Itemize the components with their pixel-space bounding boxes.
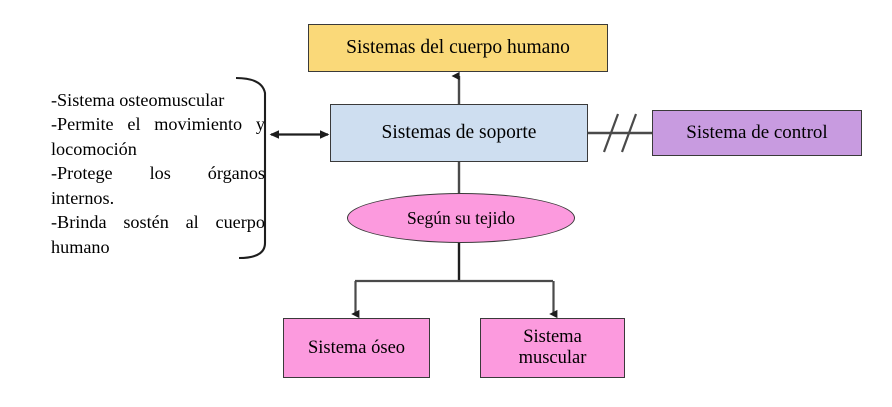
connector-support-to-control [588, 113, 652, 153]
node-sistemas-de-soporte[interactable]: Sistemas de soporte [330, 104, 588, 162]
description-text-block: -Sistema osteomuscular -Permite el movim… [51, 90, 265, 257]
break-slash-2 [620, 113, 638, 153]
node-label: Sistema de control [686, 122, 828, 144]
node-sistema-oseo[interactable]: Sistema óseo [283, 318, 430, 378]
node-label: Sistemas del cuerpo humano [346, 37, 570, 59]
node-sistema-muscular[interactable]: Sistema muscular [480, 318, 625, 378]
node-label: Según su tejido [407, 207, 515, 228]
node-segun-su-tejido[interactable]: Según su tejido [347, 193, 575, 243]
node-sistema-de-control[interactable]: Sistema de control [652, 110, 862, 156]
node-label: Sistema óseo [307, 337, 406, 358]
node-label: Sistema muscular [518, 327, 587, 368]
break-slash-1 [602, 113, 620, 153]
node-label: Sistemas de soporte [381, 122, 537, 144]
connector-criterion-to-children [351, 236, 558, 319]
node-sistemas-del-cuerpo-humano[interactable]: Sistemas del cuerpo humano [308, 24, 608, 72]
